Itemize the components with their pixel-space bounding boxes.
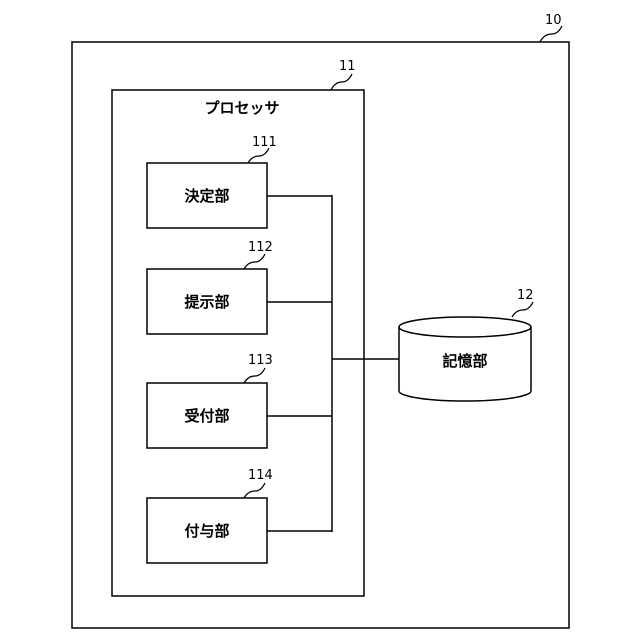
unit-ref-111: 111 (252, 135, 277, 150)
unit-label-reception: 受付部 (184, 407, 229, 425)
processor-ref: 11 (339, 59, 356, 74)
device-ref-leader (540, 26, 562, 42)
unit-ref-114: 114 (248, 468, 273, 483)
unit-ref-112: 112 (248, 240, 273, 255)
device-ref: 10 (545, 13, 562, 28)
unit-label-presentation: 提示部 (184, 293, 229, 311)
storage-cylinder-top (399, 317, 531, 337)
unit-ref-113: 113 (248, 353, 273, 368)
unit-label-assignment: 付与部 (184, 522, 229, 540)
storage-ref: 12 (517, 288, 534, 303)
processor-label: プロセッサ (204, 99, 279, 117)
storage-label: 記憶部 (442, 352, 487, 370)
unit-label-determination: 決定部 (184, 187, 229, 205)
